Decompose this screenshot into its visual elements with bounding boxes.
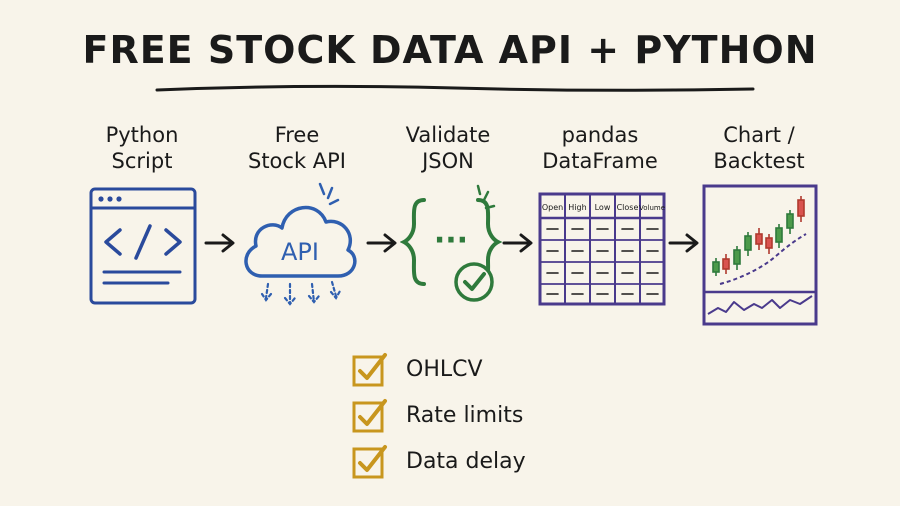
- column-header-close: Close: [617, 203, 639, 212]
- checklist-item-label: Rate limits: [406, 402, 524, 428]
- checklist-item-rate-limits: Rate limits: [352, 392, 526, 438]
- flow-arrow-1: [204, 233, 235, 253]
- checkbox-checked-icon: [352, 399, 387, 433]
- stage-free-stock-api-line2: Stock API: [247, 149, 347, 173]
- api-cloud-icon: API: [244, 182, 357, 306]
- stage-chart-backtest-line1: Chart /: [723, 123, 795, 147]
- stage-label-pandas-dataframe: pandas DataFrame: [525, 122, 675, 174]
- stage-free-stock-api-line1: Free: [274, 123, 320, 147]
- stage-label-python-script: Python Script: [67, 122, 217, 174]
- title-underline: [155, 84, 755, 92]
- checklist-item-label: OHLCV: [406, 356, 483, 382]
- stage-label-validate-json: Validate JSON: [373, 122, 523, 174]
- flow-arrow-2: [366, 233, 397, 253]
- page-title: FREE STOCK DATA API + PYTHON: [82, 28, 818, 72]
- checklist-item-ohlcv: OHLCV: [352, 346, 526, 392]
- dataframe-table-icon: Open High Low Close Volume: [538, 192, 666, 306]
- flow-arrow-3: [502, 233, 533, 253]
- column-header-high: High: [568, 203, 586, 212]
- checklist-item-label: Data delay: [406, 448, 526, 474]
- stage-label-chart-backtest: Chart / Backtest: [684, 122, 834, 174]
- checklist: OHLCV Rate limits Data delay: [352, 346, 526, 484]
- json-validate-icon: ···: [400, 184, 503, 302]
- api-cloud-label: API: [281, 238, 319, 266]
- checkbox-checked-icon: [352, 353, 387, 387]
- code-window-icon: [89, 187, 197, 305]
- checkbox-checked-icon: [352, 445, 387, 479]
- flow-arrow-4: [668, 233, 699, 253]
- json-dots: ···: [434, 223, 468, 258]
- stage-python-script-line1: Python: [105, 123, 179, 147]
- stage-validate-json-line1: Validate: [405, 123, 491, 147]
- stage-python-script-line2: Script: [111, 149, 173, 173]
- stage-label-free-stock-api: Free Stock API: [222, 122, 372, 174]
- column-header-open: Open: [542, 203, 563, 212]
- column-header-volume: Volume: [639, 204, 665, 212]
- stage-validate-json-line2: JSON: [422, 149, 474, 173]
- stage-chart-backtest-line2: Backtest: [713, 149, 805, 173]
- checklist-item-data-delay: Data delay: [352, 438, 526, 484]
- stage-pandas-dataframe-line2: DataFrame: [542, 149, 658, 173]
- stage-pandas-dataframe-line1: pandas: [561, 123, 639, 147]
- column-header-low: Low: [595, 203, 611, 212]
- candlestick-chart-icon: [702, 184, 818, 326]
